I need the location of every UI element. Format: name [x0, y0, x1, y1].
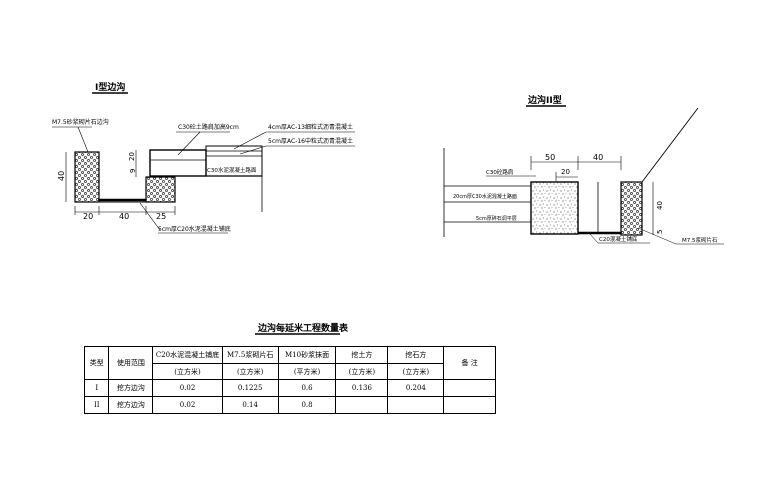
header-scope-text: 使用范围 — [116, 359, 145, 367]
ditch-2-label-shoulder: C30砼路肩 — [486, 168, 513, 176]
ditch-1-label-masonry: M7.5砂浆砌片石边沟 — [52, 118, 109, 126]
ditch-1-dim-bottom-mid: 40 — [119, 212, 129, 221]
ditch-type-2: 边沟II型 50 40 20 40 5 C30砼路肩 20cm — [443, 94, 724, 245]
unit-soil: (立方米) — [335, 363, 389, 380]
cell: 0.8 — [277, 396, 337, 414]
ditch-1-dim-height: 40 — [57, 171, 66, 181]
ditch-1-dim-20: 20 — [128, 152, 136, 161]
cell: 0.14 — [221, 396, 279, 414]
ditch-type-1: I型边沟 40 20 9 20 40 25 — [52, 81, 355, 234]
ditch-1-label-ac16: 5cm厚AC-16中粒式沥青混凝土 — [268, 137, 353, 145]
ditch-1-label-ac13: 4cm厚AC-13细粒式沥青混凝土 — [268, 123, 353, 131]
ditch-1-shoulder — [149, 149, 207, 177]
ditch-2-label-c20: C20混凝土铺底 — [599, 235, 638, 243]
cell: 挖方边沟 — [108, 396, 154, 414]
cell — [335, 396, 389, 414]
header-scope: 使用范围 — [108, 346, 154, 380]
unit-rock: (立方米) — [387, 363, 445, 380]
ditch-1-label-c20: 5cm厚C20水泥混凝土铺底 — [158, 225, 231, 233]
ditch-2-dim-20: 20 — [561, 168, 570, 176]
ditch-2-wall — [620, 181, 643, 236]
ditch-1-right-wall — [145, 176, 176, 203]
cell — [387, 396, 445, 414]
ditch-1-label-widen: C30砼土路肩加高9cm — [178, 123, 239, 131]
ditch-1-dim-bottom-right: 25 — [156, 212, 166, 221]
ditch-2-title: 边沟II型 — [527, 94, 562, 106]
ditch-2-label-masonry: M7.5浆砌片石 — [682, 236, 718, 244]
table-row: I 挖方边沟 0.02 0.1225 0.6 0.136 0.204 — [83, 379, 496, 397]
cell: 0.02 — [152, 396, 223, 414]
ditch-2-shoulder — [530, 181, 579, 235]
cell — [443, 379, 496, 397]
cell: 0.204 — [387, 379, 445, 397]
header-type-text: 类型 — [89, 359, 104, 367]
unit-m75: (立方米) — [221, 363, 279, 380]
ditch-2-label-gravel: 5cm厚碎石调平层 — [476, 215, 517, 222]
header-excavate-rock: 挖石方 — [387, 346, 445, 364]
header-type: 类型 — [83, 346, 110, 380]
table-row: II 挖方边沟 0.02 0.14 0.8 — [83, 396, 496, 414]
cell: 0.6 — [277, 379, 337, 397]
header-remarks: 备 注 — [443, 346, 496, 380]
ditch-2-label-pavement: 20cm厚C30水泥混凝土路面 — [453, 193, 517, 200]
header-m10: M10砂浆抹面 — [277, 346, 337, 364]
ditch-1-dim-bottom-left: 20 — [83, 212, 93, 221]
cell: I — [83, 379, 110, 397]
quantity-table: 类型 使用范围 C20水泥混凝土铺底 M7.5浆砌片石 M10砂浆抹面 挖土方 … — [83, 346, 496, 414]
header-c20: C20水泥混凝土铺底 — [152, 346, 223, 364]
cell: 0.02 — [152, 379, 223, 397]
cell: 挖方边沟 — [108, 379, 154, 397]
unit-c20: (立方米) — [152, 363, 223, 380]
ditch-1-title: I型边沟 — [95, 81, 125, 93]
unit-m10: (平方米) — [277, 363, 337, 380]
ditch-1-label-c30: C30水泥混凝土路面 — [207, 166, 257, 174]
ditch-2-dim-50: 50 — [545, 153, 555, 162]
ditch-2-dim-40v: 40 — [656, 201, 664, 210]
ditch-2-dim-40: 40 — [593, 153, 603, 162]
ditch-1-dim-9: 9 — [129, 169, 137, 173]
ditch-1-left-wall — [74, 151, 100, 203]
header-excavate-soil: 挖土方 — [335, 346, 389, 364]
ditch-2-dim-5: 5 — [656, 230, 664, 234]
table-header-row: 类型 使用范围 C20水泥混凝土铺底 M7.5浆砌片石 M10砂浆抹面 挖土方 … — [83, 346, 496, 380]
cell: 0.136 — [335, 379, 389, 397]
table-title: 边沟每延米工程数量表 — [257, 322, 349, 334]
cell: 0.1225 — [221, 379, 279, 397]
header-m75: M7.5浆砌片石 — [221, 346, 279, 364]
cell: II — [83, 396, 110, 414]
cell — [443, 396, 496, 414]
